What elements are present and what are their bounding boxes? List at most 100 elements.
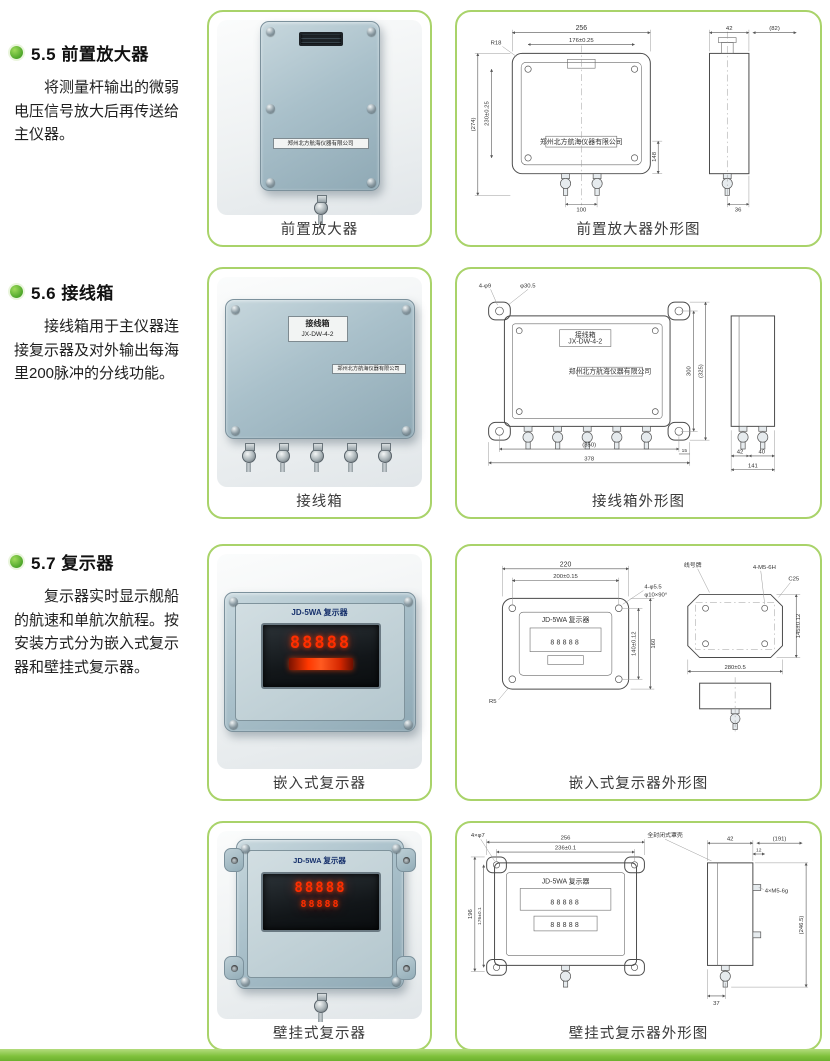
dim-rear-height: 145±0.12 [796, 614, 802, 639]
dim-holes: 4×φ7 [471, 833, 485, 839]
dim-width-outer: 220 [560, 561, 572, 568]
dimensions: 256 176±0.25 (274) 230±0.25 R18 148 100 [471, 25, 663, 214]
led-display: 88888 88888 [260, 872, 381, 932]
company-label-text: 郑州北方航海仪器有限公司 [569, 367, 652, 376]
photo-caption: 壁挂式复示器 [273, 1026, 366, 1042]
section-5-7: 5.7 复示器 复示器实时显示舰船的航速和单航次航程。按安装方式分为嵌入式复示器… [10, 549, 202, 680]
dim-holes: 4-φ5.5 [644, 585, 662, 591]
dim-edge-offset: 15 [682, 448, 688, 454]
screw-icon [240, 977, 250, 986]
device-label-text: JD-5WA 复示器 [542, 615, 590, 624]
display-digits-small-text: 88888 [550, 921, 581, 929]
flush-repeater-photo: JD-5WA 复示器 88888 [223, 591, 416, 732]
section-5-5: 5.5 前置放大器 将测量杆输出的微弱电压信号放大后再传送给主仪器。 [10, 40, 202, 147]
screw-icon [228, 596, 238, 606]
dim-height-outer: (325) [699, 364, 705, 378]
junction-label-name: 接线箱 [305, 319, 330, 328]
screw-icon [366, 26, 376, 36]
led-display: 88888 [260, 622, 381, 689]
dim-height-inner: 300 [687, 366, 693, 377]
bnc-connector [241, 443, 256, 472]
junction-label-name-text: 接线箱 [575, 330, 596, 339]
dim-height-inner: 140±0.12 [632, 631, 638, 656]
section-heading-row: 5.6 接线箱 [10, 279, 202, 304]
front-view: 郑州北方航海仪器有限公司 [511, 45, 651, 206]
dim-width-outer: 378 [584, 456, 595, 462]
drawing-box-flush-repeater: JD-5WA 复示器 88888 220 200±0.15 140±0.12 [455, 544, 822, 801]
screw-icon [265, 26, 275, 36]
preamp-outline-drawing: 郑州北方航海仪器有限公司 256 176±0.25 (274) [471, 25, 797, 214]
dim-side-a: 42 [737, 449, 744, 455]
nameplate [298, 31, 343, 46]
screw-icon [401, 426, 411, 435]
enclosure-note: 全封闭式罩壳 [647, 831, 683, 839]
company-label: 郑州北方航海仪器有限公司 [272, 137, 369, 149]
section-title: 5.7 复示器 [31, 554, 114, 573]
photo-caption: 接线箱 [296, 494, 343, 510]
mounting-ear [223, 848, 244, 872]
drawing-box-preamp: 郑州北方航海仪器有限公司 256 176±0.25 (274) [455, 10, 822, 247]
side-view [707, 862, 762, 988]
footer-accent-bar [0, 1049, 830, 1061]
drawing-caption: 接线箱外形图 [592, 494, 685, 510]
dim-corner-radius: R18 [491, 41, 503, 47]
drawing-caption: 前置放大器外形图 [576, 222, 701, 238]
display-digits-text: 88888 [550, 639, 581, 647]
bnc-connector [309, 443, 324, 472]
drawing-box-wall-repeater: 全封闭式罩壳 JD-5WA 复示器 88888 88888 [455, 821, 822, 1051]
photo-stage: JD-5WA 复示器 88888 88888 [217, 831, 422, 1022]
led-digits: 88888 [294, 880, 347, 896]
photo-caption: 嵌入式复示器 [273, 776, 366, 792]
section-title: 5.5 前置放大器 [31, 45, 149, 64]
dim-height-outer: 160 [651, 638, 657, 649]
bnc-connector [313, 194, 328, 224]
section-bullet-icon [10, 46, 23, 59]
wall-repeater-photo: JD-5WA 复示器 88888 88888 [223, 839, 416, 1022]
device-label: JD-5WA 复示器 [291, 607, 348, 617]
drawing-stage: JD-5WA 复示器 88888 220 200±0.15 140±0.12 [463, 550, 814, 771]
dim-side-width: 141 [748, 463, 758, 469]
screw-icon [366, 177, 376, 187]
photo-box-flush-repeater: JD-5WA 复示器 88888 嵌入式复示器 [207, 544, 432, 801]
photo-stage: 接线箱 JX-DW-4-2 郑州北方航海仪器有限公司 [217, 277, 422, 487]
dim-height-outer: (274) [471, 117, 477, 131]
screw-icon [391, 844, 401, 853]
display-digits-text: 88888 [550, 898, 581, 906]
company-label: 郑州北方航海仪器有限公司 [331, 364, 406, 374]
screw-icon [391, 977, 401, 986]
mounting-ear [223, 956, 244, 980]
screw-icon [230, 426, 240, 435]
screw-icon [230, 305, 240, 314]
dimensions: 4-φ9 φ30.5 300 (325) (350) 378 [479, 283, 710, 466]
rear-side-view [699, 677, 772, 735]
screw-icon [366, 103, 376, 113]
dim-total-depth: (246.5) [799, 916, 805, 935]
dim-width-outer: 256 [561, 836, 572, 842]
junction-label-model: JX-DW-4-2 [301, 331, 334, 338]
side-view [730, 315, 776, 450]
screw-icon [240, 844, 250, 853]
side-view [708, 31, 750, 204]
bnc-connector [275, 443, 290, 472]
dim-width-inner: 200±0.15 [553, 574, 578, 580]
side-dimensions: 42 40 141 [730, 430, 775, 472]
dim-side-width: 42 [726, 26, 733, 32]
screw-icon [403, 596, 413, 606]
section-body: 将测量杆输出的微弱电压信号放大后再传送给主仪器。 [14, 79, 180, 144]
dim-side-b: 40 [758, 449, 765, 455]
dim-bottom-offset: 36 [735, 208, 742, 214]
junction-box-photo: 接线箱 JX-DW-4-2 郑州北方航海仪器有限公司 [224, 299, 415, 472]
led-digits: 88888 [289, 632, 352, 653]
section-heading-row: 5.5 前置放大器 [10, 40, 202, 65]
screw-icon [403, 719, 413, 729]
dim-width-inner: 176±0.25 [569, 38, 594, 44]
dim-width-inner: 236±0.1 [555, 846, 576, 852]
drawing-stage: 全封闭式罩壳 JD-5WA 复示器 88888 88888 [463, 827, 814, 1021]
dim-studs: 4-M5-6H [753, 565, 776, 571]
screw-icon [228, 719, 238, 729]
device-label-text: JD-5WA 复示器 [542, 877, 590, 886]
junction-label-plate: 接线箱 JX-DW-4-2 [287, 316, 348, 342]
photo-box-preamp: 郑州北方航海仪器有限公司 前置放大器 [207, 10, 432, 247]
dim-height-inner: 230±0.25 [485, 101, 491, 126]
dim-chamfer: C25 [788, 577, 800, 583]
